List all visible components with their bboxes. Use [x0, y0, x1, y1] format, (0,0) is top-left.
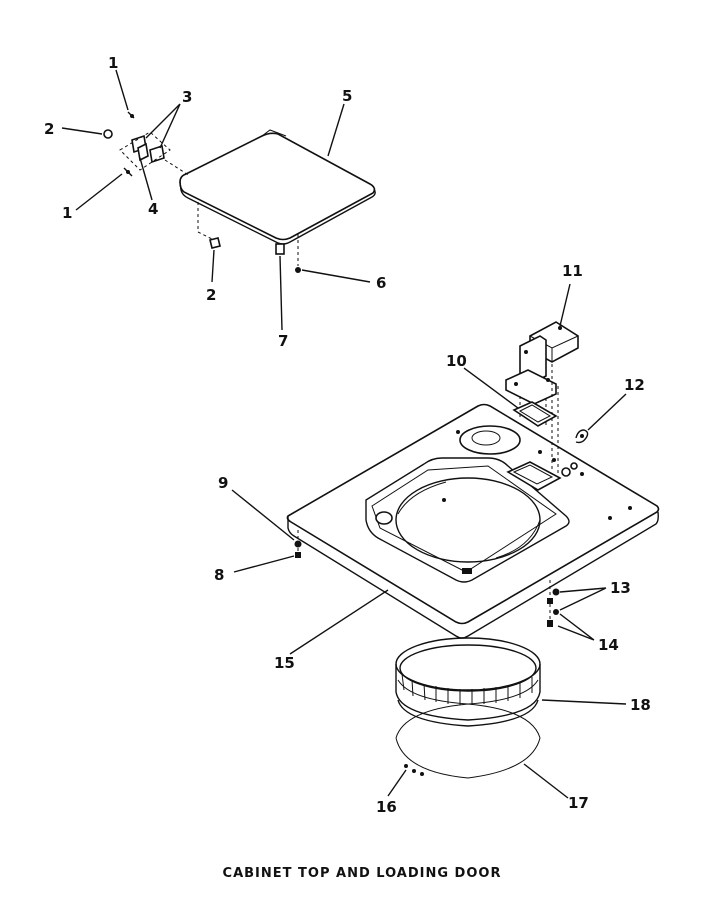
callout-3: 3: [182, 88, 192, 106]
callout-2-door: 2: [206, 286, 216, 304]
callout-5: 5: [342, 87, 352, 105]
callout-17: 17: [568, 794, 589, 812]
callout-15: 15: [274, 654, 295, 672]
callout-10: 10: [446, 352, 467, 370]
callout-12: 12: [624, 376, 645, 394]
callout-4: 4: [148, 200, 158, 218]
callout-1-top: 1: [108, 54, 118, 72]
tub-ring: [395, 637, 541, 727]
callout-13: 13: [610, 579, 631, 597]
lid-switch: [512, 401, 558, 427]
callout-11: 11: [562, 262, 583, 280]
lid-switch-bracket: [505, 321, 579, 405]
callout-1-bottom: 1: [62, 204, 72, 222]
loading-door: [179, 129, 376, 255]
wire-clip: [575, 429, 589, 444]
cabinet-top: [286, 403, 660, 639]
callout-7: 7: [278, 332, 288, 350]
callout-16: 16: [376, 798, 397, 816]
leader-lines: [61, 69, 627, 799]
callout-18: 18: [630, 696, 651, 714]
callout-6: 6: [376, 274, 386, 292]
callout-9: 9: [218, 474, 228, 492]
callout-8: 8: [214, 566, 224, 584]
diagram-caption: CABINET TOP AND LOADING DOOR: [223, 866, 502, 881]
hinge-assembly: [103, 111, 301, 273]
callout-14: 14: [598, 636, 619, 654]
tub-cover-disc: [395, 703, 541, 779]
callout-2-left: 2: [44, 120, 54, 138]
fasteners: [294, 530, 560, 627]
